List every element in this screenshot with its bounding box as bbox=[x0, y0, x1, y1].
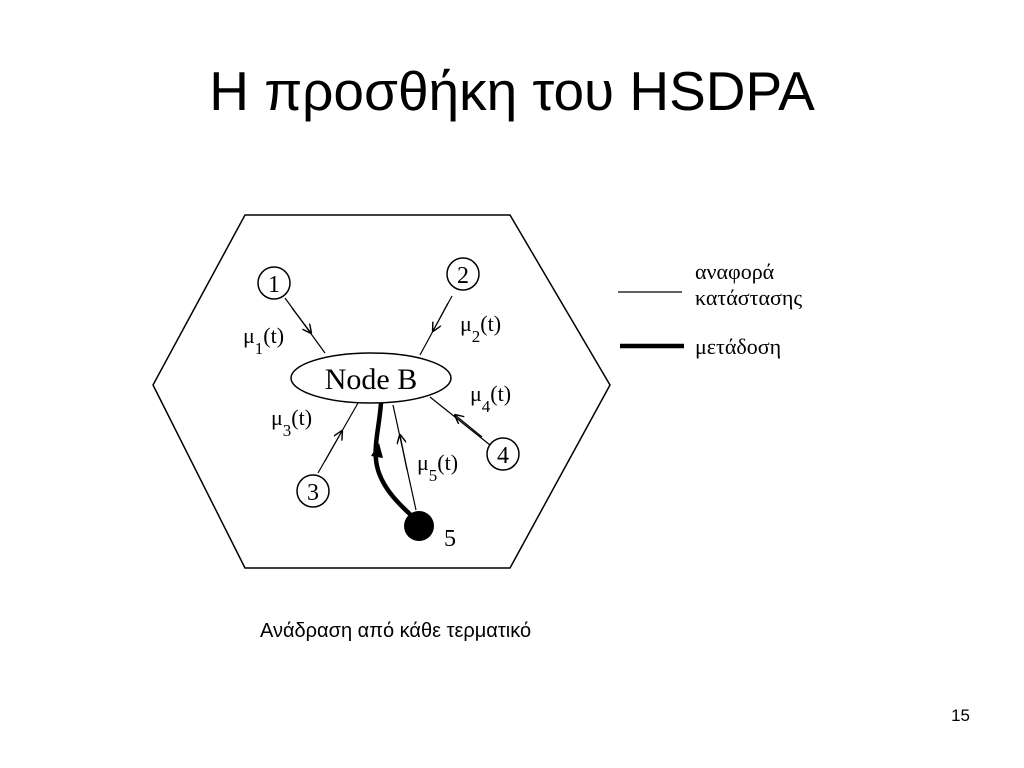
transmission-line bbox=[373, 402, 415, 519]
transmission-arrowhead bbox=[371, 443, 383, 458]
report-arrow-1 bbox=[291, 307, 311, 333]
terminal-5-label: 5 bbox=[444, 526, 456, 552]
report-arrow-3 bbox=[324, 431, 342, 462]
rate-label-1: μ1(t) bbox=[243, 323, 284, 358]
rate-label-4: μ4(t) bbox=[470, 381, 511, 416]
terminal-2-label: 2 bbox=[457, 263, 469, 289]
rate-label-2: μ2(t) bbox=[460, 311, 501, 346]
terminal-3-label: 3 bbox=[307, 480, 319, 506]
page-number: 15 bbox=[951, 706, 970, 725]
terminal-3-circle bbox=[296, 474, 330, 508]
terminal-1-circle bbox=[257, 266, 291, 300]
node-b bbox=[290, 352, 452, 404]
report-arrow-5 bbox=[400, 435, 408, 471]
terminal-5-dot bbox=[404, 511, 434, 541]
report-arrow-2 bbox=[433, 302, 449, 331]
rate-label-3: μ3(t) bbox=[271, 405, 312, 440]
legend-thin-label-1: αναφορά bbox=[695, 259, 775, 284]
terminal-1-label: 1 bbox=[268, 272, 280, 298]
terminal-4-label: 4 bbox=[497, 443, 509, 469]
slide-title: Η προσθήκη του HSDPA bbox=[209, 60, 815, 122]
cell-hexagon bbox=[152, 214, 611, 569]
terminal-4-circle bbox=[486, 437, 520, 471]
report-arrow-4 bbox=[455, 415, 483, 438]
legend-thick-label: μετάδοση bbox=[695, 334, 781, 359]
node-b-label: Node B bbox=[325, 363, 418, 396]
figure-caption: Ανάδραση από κάθε τερματικό bbox=[260, 620, 532, 642]
legend-thin-label-2: κατάστασης bbox=[695, 285, 802, 310]
rate-label-5: μ5(t) bbox=[417, 450, 458, 485]
terminal-2-circle bbox=[446, 257, 480, 291]
